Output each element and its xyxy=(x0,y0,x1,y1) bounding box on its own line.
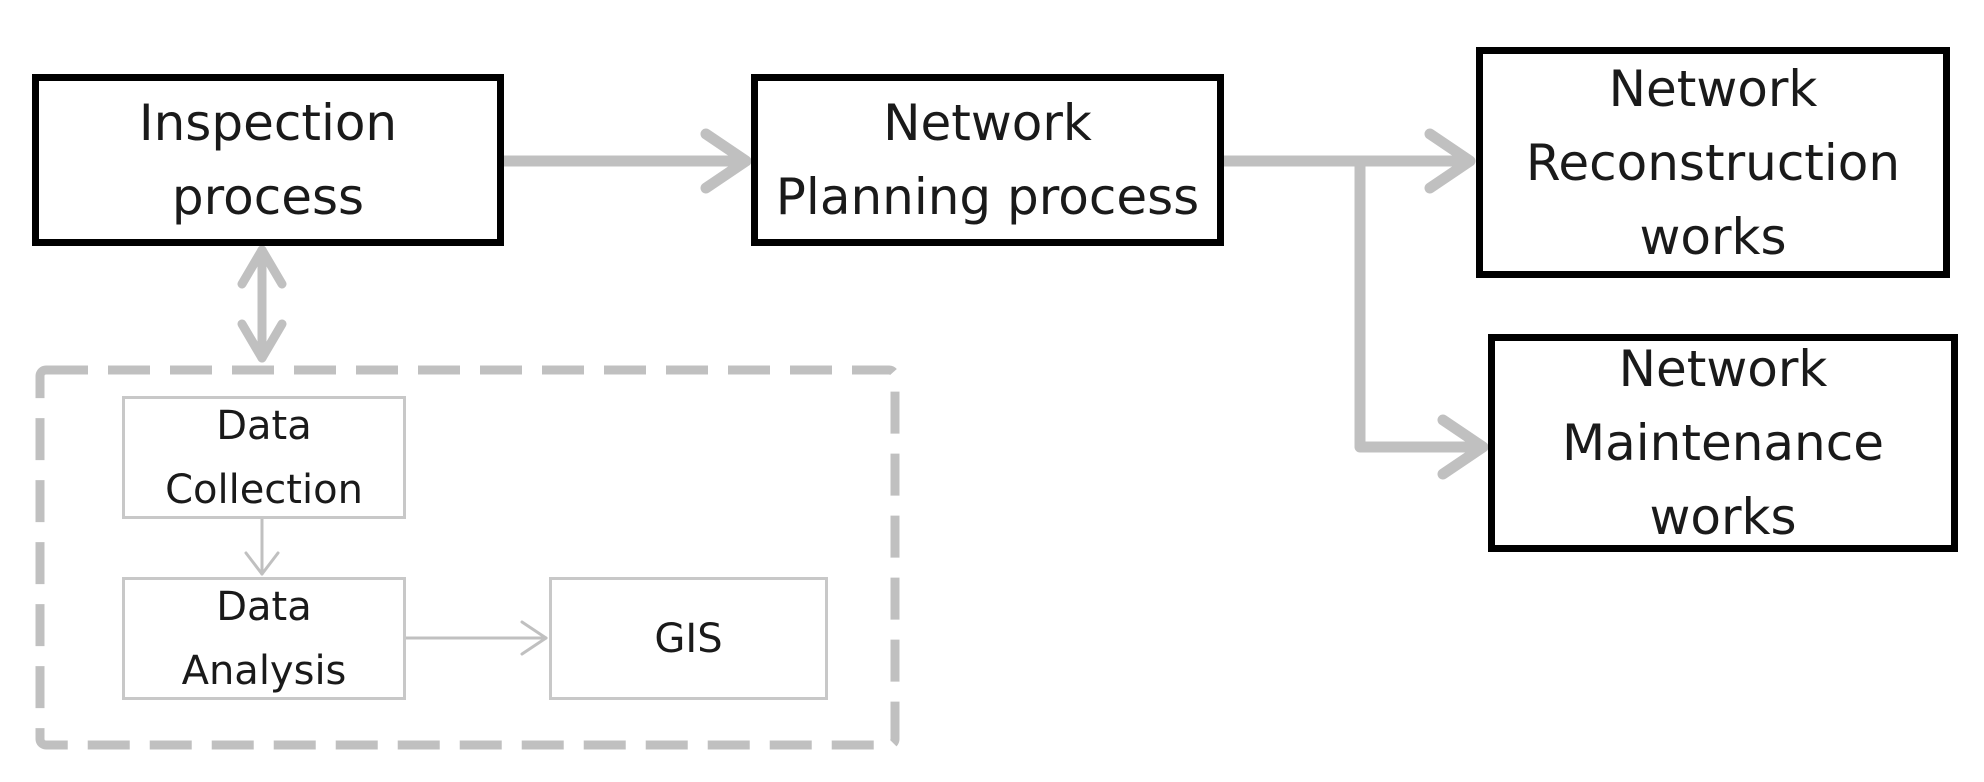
arrow-planning-to-branches xyxy=(1218,128,1489,480)
data-collection-label: Data Collection xyxy=(165,402,363,513)
inspection-process-box: Inspection process xyxy=(32,74,504,246)
gis-label: GIS xyxy=(654,615,723,662)
data-collection-box: Data Collection xyxy=(122,396,406,519)
inspection-process-label: Inspection process xyxy=(138,94,398,226)
arrow-collection-to-analysis xyxy=(244,517,280,576)
network-planning-process-label: Network Planning process xyxy=(775,94,1200,226)
arrow-inspection-to-planning xyxy=(498,128,752,194)
data-group-container xyxy=(35,365,900,750)
double-arrow-inspection-group xyxy=(237,245,287,363)
network-planning-process-box: Network Planning process xyxy=(751,74,1224,246)
gis-box: GIS xyxy=(549,577,828,700)
data-analysis-box: Data Analysis xyxy=(122,577,406,700)
network-maintenance-works-label: Network Maintenance works xyxy=(1562,340,1884,546)
network-reconstruction-works-label: Network Reconstruction works xyxy=(1525,59,1901,266)
network-reconstruction-works-box: Network Reconstruction works xyxy=(1476,47,1950,278)
data-analysis-label: Data Analysis xyxy=(181,583,347,694)
network-maintenance-works-box: Network Maintenance works xyxy=(1488,334,1958,552)
arrow-analysis-to-gis xyxy=(404,620,548,656)
